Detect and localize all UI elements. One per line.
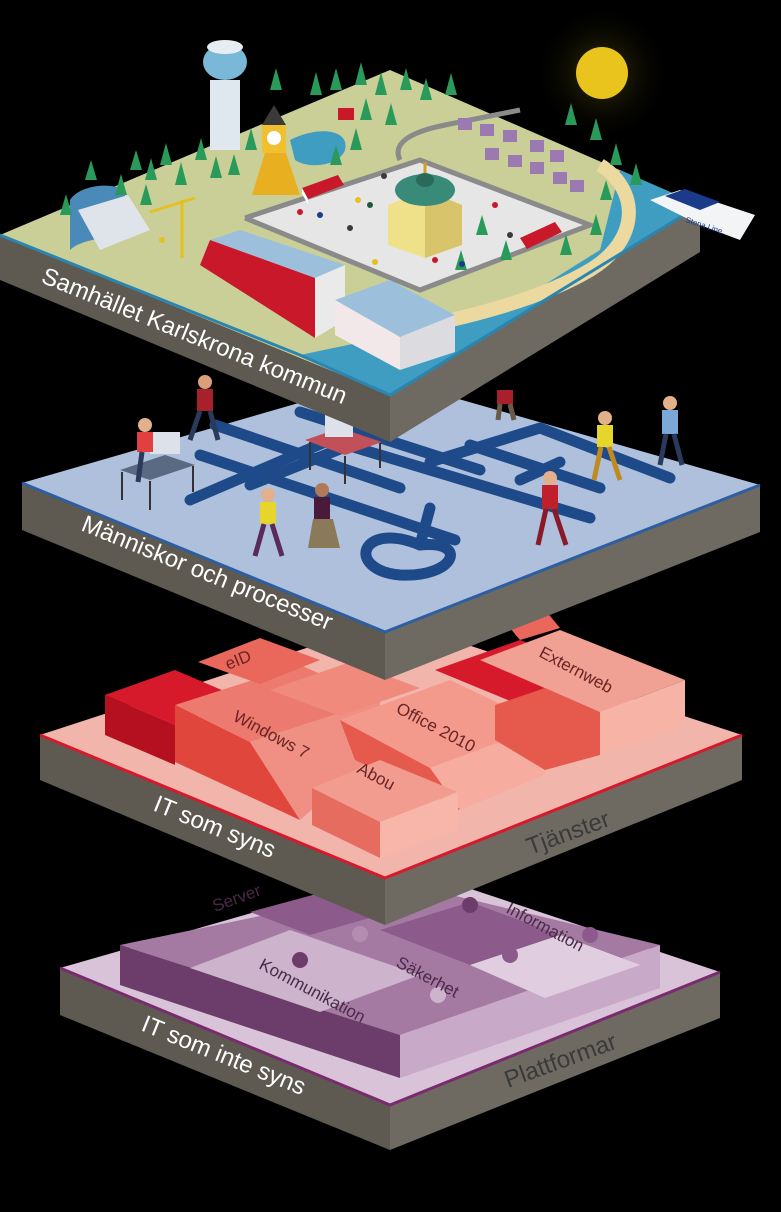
person-figure — [190, 375, 218, 440]
person-figure — [660, 396, 682, 465]
sun-icon — [576, 47, 628, 99]
